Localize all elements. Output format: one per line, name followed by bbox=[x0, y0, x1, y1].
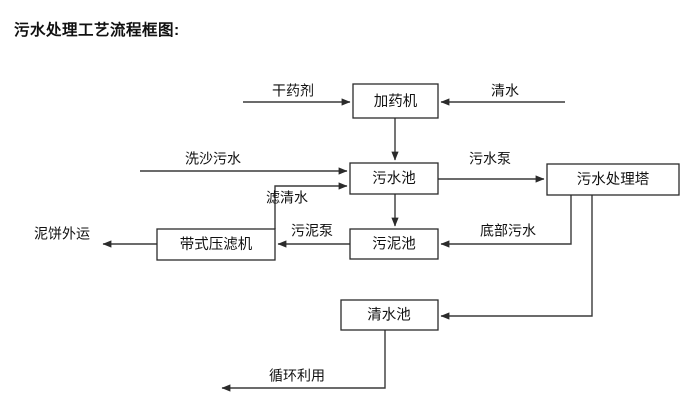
edge-mud-cake-out: 泥饼外运 bbox=[34, 226, 157, 248]
page-title: 污水处理工艺流程框图: bbox=[14, 22, 180, 39]
edge-sludge-pump: 污泥泵 bbox=[277, 223, 350, 248]
edge-sewage-pump: 污水泵 bbox=[438, 151, 545, 183]
edge-label-clean-water: 清水 bbox=[491, 83, 519, 99]
node-label-sewage-pool: 污水池 bbox=[372, 170, 416, 187]
node-sludge-pool[interactable]: 污泥池 bbox=[349, 228, 439, 260]
edge-filtrate: 滤清水 bbox=[266, 182, 348, 229]
node-label-dosing-machine: 加药机 bbox=[374, 93, 418, 110]
edge-label-mud-cake-out: 泥饼外运 bbox=[34, 226, 90, 242]
edge-label-recycle: 循环利用 bbox=[269, 368, 325, 384]
node-clear-water-pool[interactable]: 清水池 bbox=[340, 299, 439, 331]
node-belt-filter-press[interactable]: 带式压滤机 bbox=[156, 228, 276, 261]
edge-recycle: 循环利用 bbox=[221, 330, 386, 392]
node-label-clear-water-pool: 清水池 bbox=[367, 306, 411, 323]
edge-dry-agent: 干药剂 bbox=[243, 83, 351, 106]
edge-tower-to-clear-pool bbox=[440, 195, 593, 320]
node-label-sewage-treatment-tower: 污水处理塔 bbox=[577, 171, 650, 188]
edge-bottom-sewage: 底部污水 bbox=[440, 195, 572, 248]
edge-clean-water: 清水 bbox=[440, 83, 565, 106]
edge-label-sludge-pump: 污泥泵 bbox=[291, 223, 333, 239]
edge-label-sewage-pump: 污水泵 bbox=[469, 151, 511, 167]
node-label-sludge-pool: 污泥池 bbox=[372, 235, 416, 252]
edge-label-wash-sand-sewage: 洗沙污水 bbox=[185, 151, 241, 167]
edge-wash-sand-sewage: 洗沙污水 bbox=[140, 151, 348, 175]
edge-label-dry-agent: 干药剂 bbox=[272, 83, 314, 99]
node-sewage-treatment-tower[interactable]: 污水处理塔 bbox=[546, 163, 680, 196]
edge-label-filtrate: 滤清水 bbox=[266, 190, 308, 206]
edge-label-bottom-sewage: 底部污水 bbox=[480, 223, 536, 239]
node-sewage-pool[interactable]: 污水池 bbox=[349, 162, 439, 195]
node-label-belt-filter-press: 带式压滤机 bbox=[180, 236, 253, 253]
node-dosing-machine[interactable]: 加药机 bbox=[352, 83, 439, 119]
